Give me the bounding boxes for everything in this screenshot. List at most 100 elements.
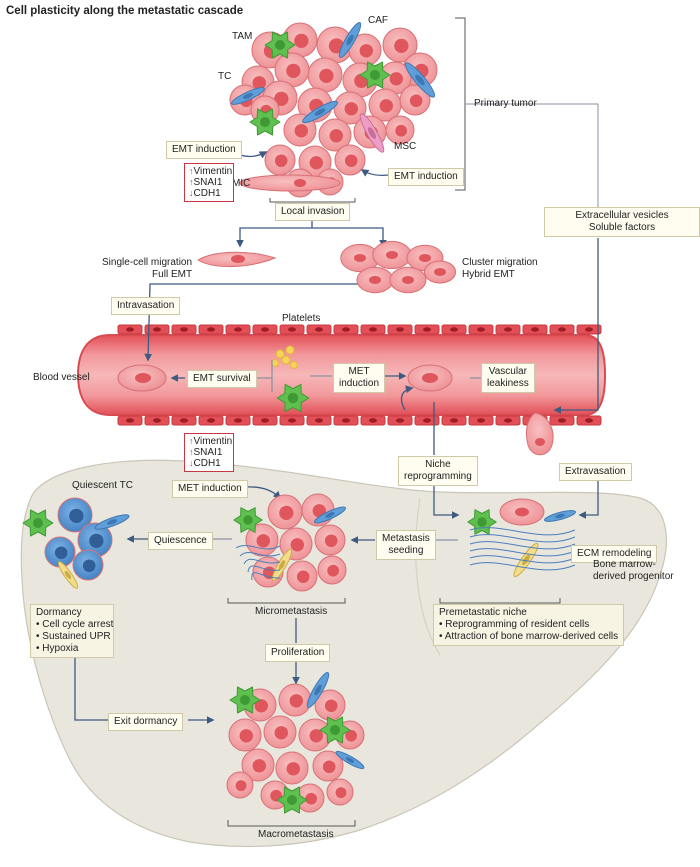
tam-nucleus — [477, 517, 487, 527]
marker-box-top: ↑Vimentin ↑SNAI1 ↓CDH1 — [184, 163, 234, 202]
ecm-fiber — [469, 548, 576, 557]
caf-cell-nucleus — [314, 108, 326, 116]
marker-row: ↑Vimentin — [189, 436, 233, 447]
cell-nucleus — [324, 534, 338, 548]
platelets-label: Platelets — [282, 313, 321, 324]
emt-induction-box-left: EMT induction — [166, 141, 242, 159]
quiescent-cluster — [22, 497, 130, 589]
exit-dormancy-box: Exit dormancy — [108, 713, 184, 731]
cell-nucleus — [305, 792, 317, 805]
cell-nucleus — [239, 729, 253, 743]
ecm-fiber — [243, 558, 281, 565]
cluster-migration-label: Cluster migration Hybrid EMT — [462, 257, 538, 280]
marker-row: ↑SNAI1 — [189, 447, 223, 458]
cell-nucleus — [395, 124, 407, 137]
dormancy-item: Cell cycle arrest — [36, 619, 113, 631]
cell-nucleus — [359, 44, 373, 58]
marker-box-bottom: ↑Vimentin ↑SNAI1 ↓CDH1 — [184, 433, 234, 472]
quiescent-tc-label: Quiescent TC — [72, 480, 133, 491]
premetastatic-niche-cells — [467, 498, 576, 578]
cell-nucleus — [329, 129, 343, 143]
intravasation-box: Intravasation — [111, 297, 181, 315]
ecm-fiber — [251, 572, 281, 581]
wall-nucleus — [153, 418, 161, 423]
wall-nucleus — [450, 327, 458, 332]
cell-nucleus — [69, 508, 84, 523]
cluster-nucleus — [354, 254, 366, 262]
tc-label: TC — [218, 71, 232, 82]
macrometastasis-cells — [226, 672, 365, 814]
wall-nucleus — [423, 327, 431, 332]
cell-nucleus — [379, 99, 393, 113]
cell-nucleus — [286, 63, 301, 78]
caf-cell-nucleus — [325, 512, 335, 518]
wall-nucleus — [207, 327, 215, 332]
cell-nucleus — [389, 72, 403, 86]
cell-nucleus — [294, 124, 308, 138]
wall-nucleus — [315, 327, 323, 332]
wall-nucleus — [558, 418, 566, 423]
cell-nucleus — [274, 726, 288, 740]
extracellular-vesicles-box: Extracellular vesicles Soluble factors — [544, 207, 700, 237]
cell-nucleus — [327, 564, 339, 577]
ecm-fiber — [469, 534, 576, 543]
caf-cell-nucleus — [106, 519, 118, 525]
micrometastasis-cells — [233, 493, 347, 592]
tam-nucleus — [287, 392, 299, 404]
cell-nucleus — [344, 154, 358, 168]
cell-nucleus — [322, 760, 336, 774]
bone-marrow-progenitor-label: Bone marrow- derived progenitor — [593, 559, 674, 582]
dormancy-title: Dormancy — [36, 607, 82, 618]
cell-nucleus — [235, 780, 247, 792]
msc-cell-nucleus — [367, 127, 377, 139]
ecm-fiber — [469, 527, 576, 536]
msc-label: MSC — [394, 141, 417, 152]
caf-cell-nucleus — [345, 757, 355, 763]
wall-nucleus — [180, 327, 188, 332]
wall-nucleus — [234, 327, 242, 332]
dormancy-item: Hypoxia — [36, 643, 108, 655]
vessel-tumor-cells — [117, 364, 554, 456]
emt-induction-box-right: EMT induction — [388, 168, 464, 186]
caf-cell-nucleus — [555, 513, 565, 519]
mic-label: MIC — [232, 178, 251, 189]
wall-nucleus — [585, 327, 593, 332]
cell-nucleus — [256, 534, 270, 548]
wall-nucleus — [288, 327, 296, 332]
dormancy-box: Dormancy Cell cycle arrest Sustained UPR… — [30, 604, 114, 658]
ecm-fiber — [247, 565, 281, 573]
wall-nucleus — [450, 418, 458, 423]
micrometastasis-label: Micrometastasis — [255, 606, 328, 617]
cell-nucleus — [345, 729, 357, 742]
proliferation-box: Proliferation — [265, 644, 331, 662]
ecm-fiber — [469, 541, 576, 550]
cell-nucleus — [324, 699, 338, 713]
wall-nucleus — [369, 327, 377, 332]
cell-nucleus — [254, 699, 268, 713]
caf-cell-nucleus — [415, 74, 425, 86]
tam-nucleus — [33, 518, 43, 528]
wall-nucleus — [288, 418, 296, 423]
cell-nucleus — [279, 505, 294, 520]
premetastatic-item: Reprogramming of resident cells — [439, 619, 618, 631]
cluster-nucleus — [402, 276, 414, 284]
bm-progenitor-cell-nucleus — [64, 570, 72, 580]
tam-nucleus — [260, 117, 270, 127]
wall-nucleus — [477, 418, 485, 423]
ecm-fiber — [239, 551, 281, 557]
cell-nucleus — [296, 570, 310, 584]
single-cell-migration-label: Single-cell migration Full EMT — [102, 257, 193, 280]
cell-nucleus — [289, 694, 303, 708]
caf-cell-nucleus — [314, 684, 322, 696]
mic-cell — [239, 174, 341, 192]
primary-tumor-cells — [229, 22, 438, 198]
cell-nucleus — [82, 559, 96, 573]
wall-nucleus — [558, 327, 566, 332]
cell-nucleus — [286, 762, 300, 776]
metastasis-seeding-box: Metastasis seeding — [376, 530, 436, 560]
mic-nucleus — [294, 179, 306, 187]
wall-nucleus — [126, 418, 134, 423]
wall-nucleus — [315, 418, 323, 423]
wall-nucleus — [342, 327, 350, 332]
